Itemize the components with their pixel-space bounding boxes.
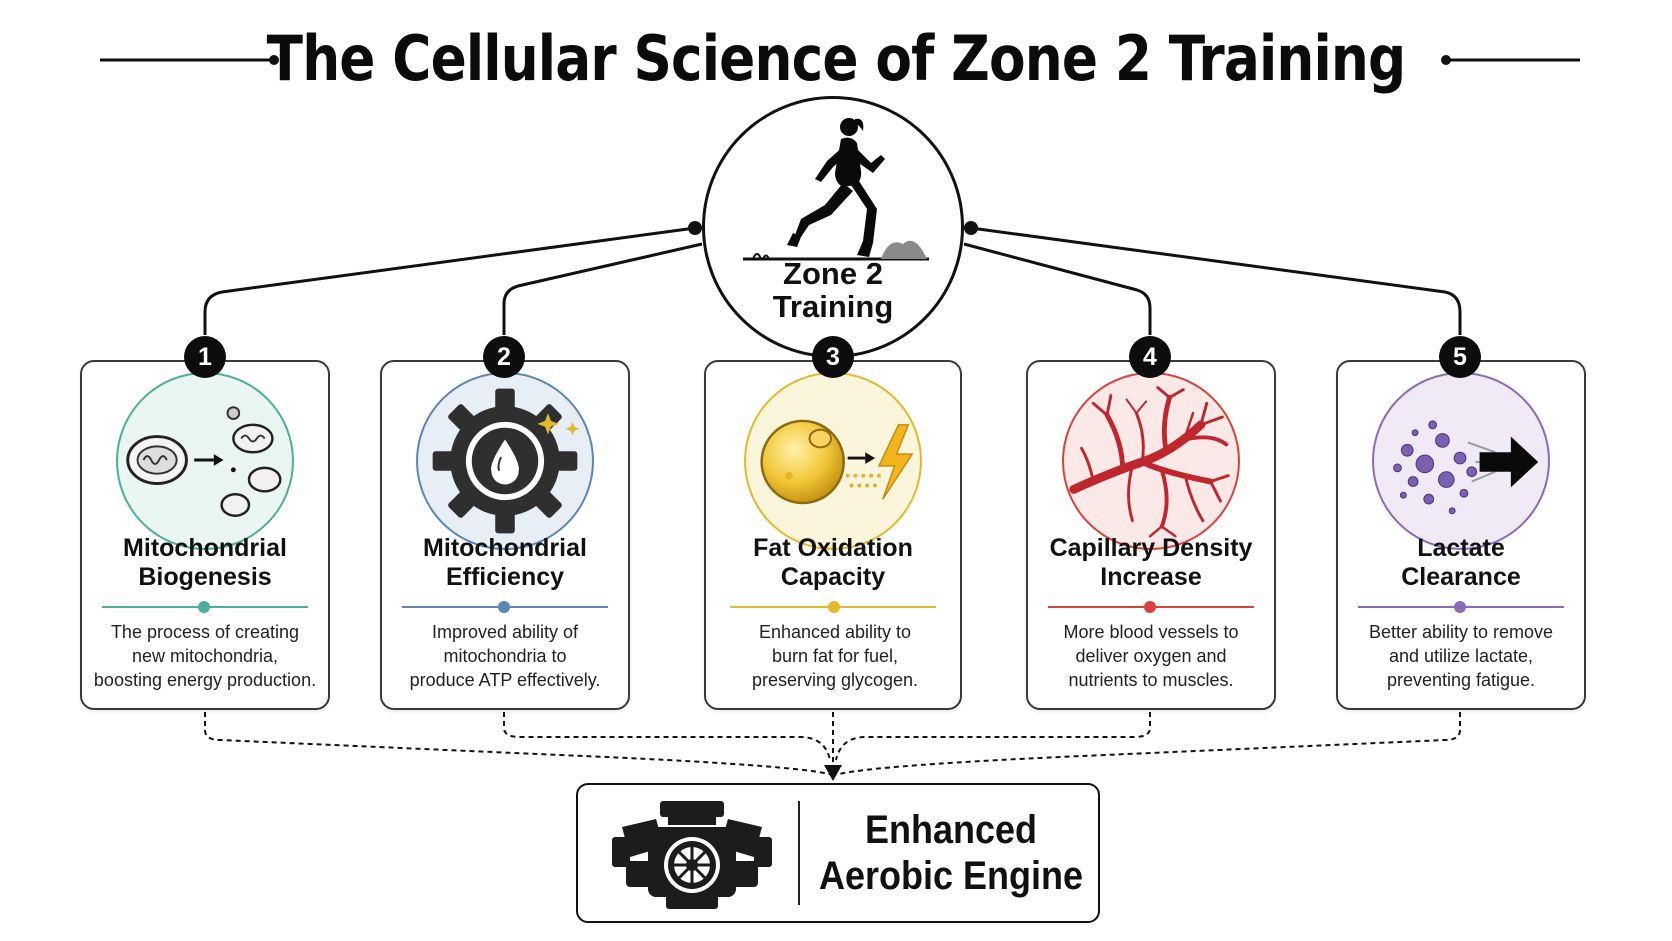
page-title: The Cellular Science of Zone 2 Training [266, 22, 1407, 95]
capillary-network-icon [1062, 372, 1240, 550]
dash-1 [204, 712, 834, 776]
step-badge-4: 4 [1129, 336, 1171, 378]
hub-zone2-training: Zone 2 Training [702, 96, 964, 358]
title-rule-right-dot [1441, 55, 1451, 65]
card-description: Enhanced ability to burn fat for fuel, p… [751, 622, 919, 690]
card-divider-dot [498, 601, 510, 613]
step-badge-2: 2 [483, 336, 525, 378]
step-badge-5: 5 [1439, 336, 1481, 378]
runner-icon [743, 118, 929, 261]
card-divider-dot [1144, 601, 1156, 613]
benefit-card-mitochondrial-biogenesis: Mitochondrial Biogenesis The process of … [80, 360, 330, 710]
connector-5 [970, 226, 1462, 335]
connector-1 [203, 226, 696, 335]
mitochondria-division-icon [116, 372, 294, 550]
connector-4 [963, 242, 1152, 335]
engine-icon [612, 801, 772, 909]
card-description: More blood vessels to deliver oxygen and… [1063, 622, 1239, 690]
card-title: Mitochondrial Biogenesis [123, 534, 287, 591]
step-badge-1: 1 [184, 336, 226, 378]
dash-5 [834, 712, 1461, 776]
title-area: The Cellular Science of Zone 2 Training [0, 14, 1672, 104]
benefit-card-lactate-clearance: Lactate Clearance Better ability to remo… [1336, 360, 1586, 710]
hub-joint-right [964, 221, 978, 235]
card-divider-dot [198, 601, 210, 613]
card-title: Capillary Density Increase [1049, 534, 1253, 591]
dash-4 [835, 712, 1151, 761]
fat-cell-lightning-icon [744, 372, 922, 550]
hub-label-line1: Zone 2 [783, 256, 883, 291]
hub-label-line2: Training [772, 289, 894, 324]
card-divider-dot [828, 601, 840, 613]
outcome-separator [798, 801, 800, 905]
card-description: The process of creating new mitochondria… [93, 622, 317, 690]
hub-label: Zone 2 Training [705, 257, 961, 323]
card-title: Fat Oxidation Capacity [753, 534, 913, 591]
outcome-label: Enhanced Aerobic Engine [819, 807, 1084, 899]
benefit-card-fat-oxidation-capacity: Fat Oxidation Capacity Enhanced ability … [704, 360, 962, 710]
card-title: Mitochondrial Efficiency [423, 534, 587, 591]
step-badge-3: 3 [812, 336, 854, 378]
outcome-box: Enhanced Aerobic Engine [576, 783, 1100, 923]
benefit-card-mitochondrial-efficiency: Mitochondrial Efficiency Improved abilit… [380, 360, 630, 710]
gear-drop-icon [416, 372, 594, 550]
arrow-down-head [824, 765, 842, 781]
hub-joint-left [688, 221, 702, 235]
lactate-particles-arrow-icon [1372, 372, 1550, 550]
outcome-label-line2: Aerobic Engine [818, 854, 1084, 898]
card-description: Improved ability of mitochondria to prod… [409, 622, 601, 690]
card-description: Better ability to remove and utilize lac… [1368, 622, 1554, 690]
benefit-card-capillary-density-increase: Capillary Density Increase More blood ve… [1026, 360, 1276, 710]
card-title: Lactate Clearance [1401, 534, 1521, 591]
outcome-label-line1: Enhanced [864, 808, 1038, 852]
card-divider-dot [1454, 601, 1466, 613]
connector-2 [502, 242, 703, 335]
dash-2 [503, 712, 831, 761]
title-rule-left-dot [269, 55, 279, 65]
